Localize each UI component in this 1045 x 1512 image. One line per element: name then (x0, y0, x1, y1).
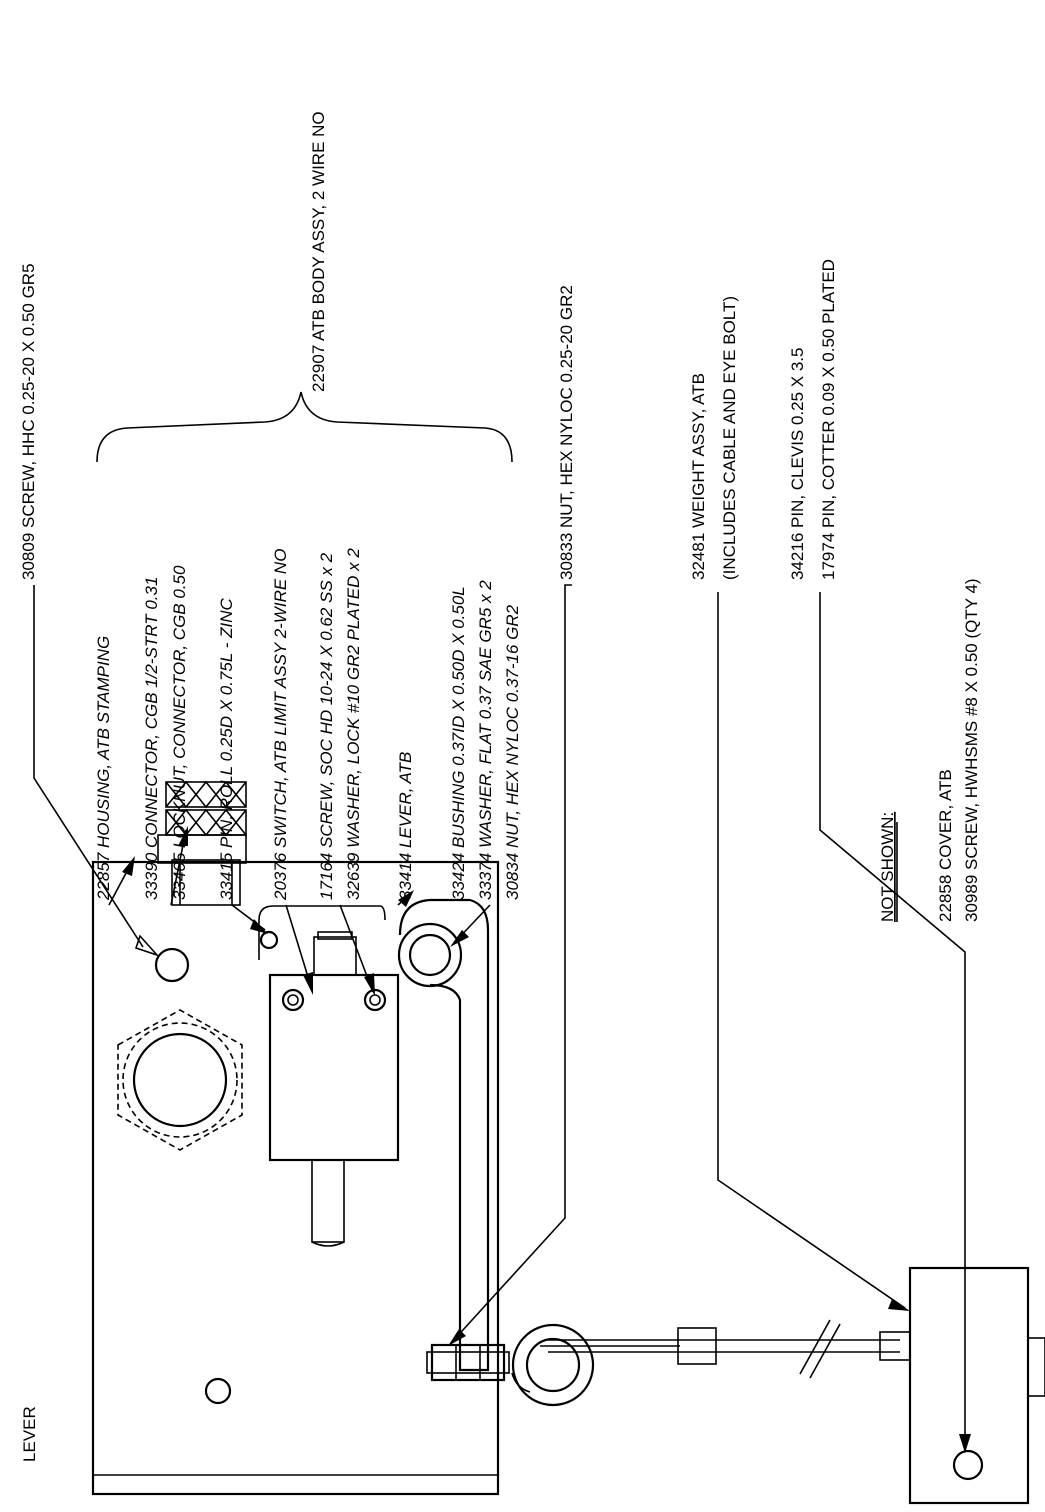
mount-hole-lower (204, 1377, 232, 1405)
view-title: LEVER (20, 1406, 39, 1462)
leader-weight-assy (717, 592, 906, 1309)
conduit-hole (132, 1032, 228, 1128)
part-housing: 22857 HOUSING, ATB STAMPING (94, 636, 113, 901)
mount-hole-upper (154, 947, 190, 983)
bushing-outer (397, 922, 463, 988)
clevis-pin (1027, 1337, 1045, 1397)
lever-arm (398, 898, 490, 1372)
part-switch: 20376 SWITCH, ATB LIMIT ASSY 2-WIRE NO (271, 549, 290, 901)
callout-weight-assy-line2: (INCLUDES CABLE AND EYE BOLT) (720, 296, 739, 580)
leader-screw-hhc (33, 585, 144, 948)
cable-break-mark-2 (809, 1323, 841, 1379)
body-assy-brace (96, 391, 513, 463)
conduit-hole-outer (122, 1022, 238, 1138)
part-lever: 33414 LEVER, ATB (396, 752, 415, 900)
not-shown-heading: NOT SHOWN: (878, 812, 897, 922)
part-nut-037: 30834 NUT, HEX NYLOC 0.37-16 GR2 (503, 604, 522, 900)
cable-ferrule (677, 1327, 717, 1365)
clevis-pin-hole (952, 1449, 984, 1481)
eye-bolt-ring (511, 1323, 595, 1407)
not-shown-screw: 30989 SCREW, HWHSMS #8 X 0.50 (QTY 4) (962, 578, 981, 922)
switch-plunger (313, 936, 357, 976)
cable-end-fitting (879, 1331, 911, 1361)
switch-cable (311, 1159, 345, 1243)
switch-screw-top (281, 988, 305, 1012)
not-shown-cover: 22858 COVER, ATB (936, 769, 955, 922)
lever-end-nut (430, 1343, 506, 1382)
roll-pin (259, 930, 279, 950)
callout-pin-cotter: 17974 PIN, COTTER 0.09 X 0.50 PLATED (819, 259, 838, 580)
connector-body (171, 859, 241, 906)
part-roll-pin: 33415 PIN, ROLL 0.25D X 0.75L - ZINC (217, 598, 236, 900)
callout-weight-assy-line1: 32481 WEIGHT ASSY, ATB (689, 373, 708, 580)
part-bushing: 33424 BUSHING 0.37ID X 0.50D X 0.50L (449, 586, 468, 900)
part-lock-washer: 32639 WASHER, LOCK #10 GR2 PLATED x 2 (344, 548, 363, 900)
leader-pins (819, 592, 966, 1448)
part-locknut: 33405 LOCKNUT, CONNECTOR, CGB 0.50 (170, 565, 189, 900)
conduit-hex-nut (117, 1009, 243, 1151)
lever-slot (258, 905, 386, 960)
housing-plate (91, 860, 500, 1496)
part-connector: 33390 CONNECTOR, CGB 1/2-STRT 0.31 (142, 577, 161, 900)
cable-break-mark-1 (799, 1319, 831, 1375)
callout-nut-nyloc: 30833 NUT, HEX NYLOC 0.25-20 GR2 (557, 285, 576, 580)
part-flat-washer: 33374 WASHER, FLAT 0.37 SAE GR5 x 2 (476, 580, 495, 900)
callout-screw-hhc: 30809 SCREW, HHC 0.25-20 X 0.50 GR5 (19, 263, 38, 580)
leader-nut-nyloc (451, 584, 572, 1343)
callout-pin-clevis: 34216 PIN, CLEVIS 0.25 X 3.5 (788, 348, 807, 580)
bushing-inner (408, 933, 452, 977)
weight-block (908, 1266, 1030, 1505)
switch-screw-bottom (363, 988, 387, 1012)
callout-body-assy: 22907 ATB BODY ASSY, 2 WIRE NO (309, 111, 328, 392)
part-soc-screw: 17164 SCREW, SOC HD 10-24 X 0.62 SS x 2 (317, 552, 336, 900)
